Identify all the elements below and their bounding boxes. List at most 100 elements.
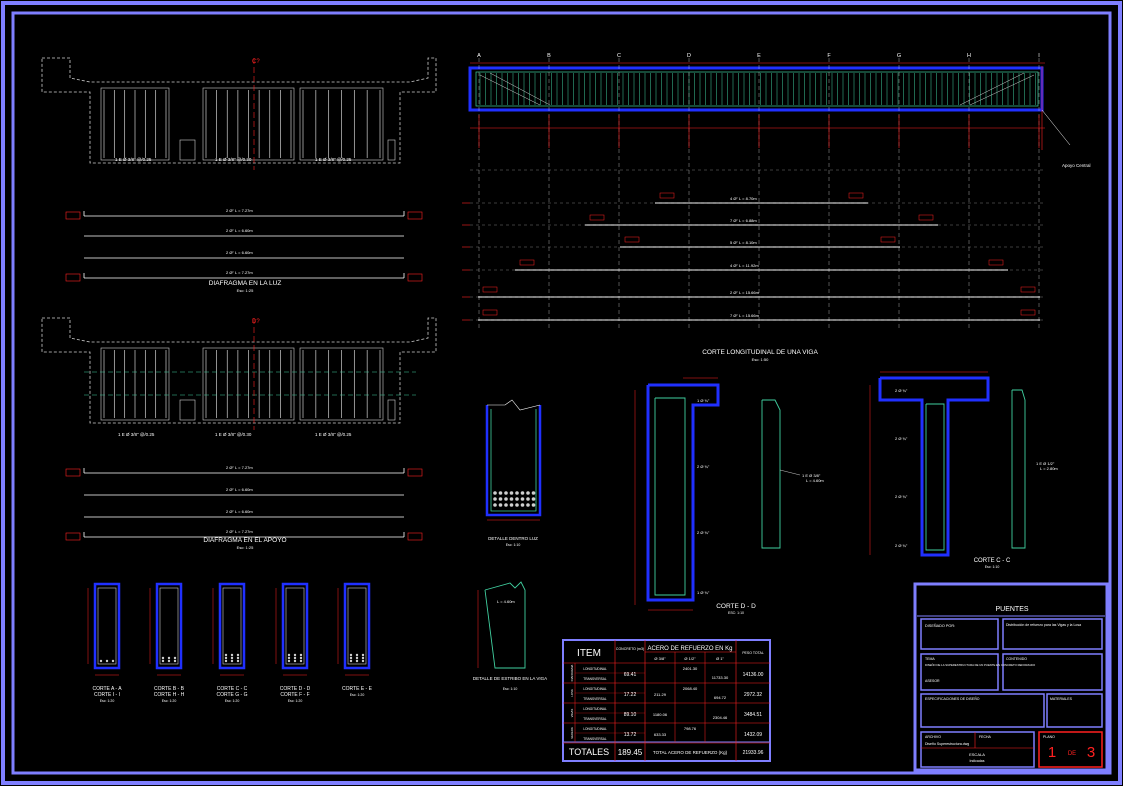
svg-text:2 Ø ¾": 2 Ø ¾" <box>895 388 908 393</box>
section-c-label: C? <box>252 59 260 65</box>
rebar-dot <box>509 497 514 501</box>
section-title: CORTE F - F <box>280 692 309 698</box>
viga-bar-label: 5 Ø" L = 8.10m <box>730 240 757 245</box>
axis-label: A <box>477 53 481 59</box>
cartouche-materiales: MATERIALES <box>1050 697 1073 701</box>
detalle-luz: DETALLE DENTRO LUZ Esc: 1:10 <box>485 399 542 547</box>
title-block: PUENTES DISEÑADO POR: Distribución de re… <box>913 582 1109 772</box>
section-title: CORTE H - H <box>154 692 185 698</box>
section-outline <box>343 582 371 670</box>
section-d-label: D? <box>252 319 260 325</box>
dim-box <box>65 468 81 477</box>
row-v1: 633.33 <box>654 732 667 737</box>
corte-c-title: CORTE C - C <box>974 558 1011 564</box>
cartouche-archivo: Diseño Superestructura.dwg <box>925 742 969 746</box>
bar-label: 2 Ø" L = 7.27m <box>226 270 253 275</box>
corte-d-scale: ESC: 1:10 <box>728 611 744 615</box>
axis-label: B <box>547 53 551 59</box>
row-concreto: 69.41 <box>624 672 637 678</box>
cartouche-tema-label: TEMA <box>925 657 935 661</box>
rebar-dot <box>224 653 228 657</box>
inner-frame <box>11 11 1112 775</box>
dim-box <box>65 211 81 220</box>
table-col-item: ITEM <box>577 648 601 659</box>
rebar-dot <box>504 503 508 507</box>
section-title: CORTE E - E <box>342 686 373 692</box>
cartouche-title: PUENTES <box>995 606 1028 613</box>
svg-text:1 Ø ¾": 1 Ø ¾" <box>697 398 710 403</box>
svg-text:2 Ø ¾": 2 Ø ¾" <box>895 543 908 548</box>
row-group: LOSA <box>570 689 574 697</box>
rebar-dot <box>287 653 291 657</box>
row-total: 1432.09 <box>744 732 762 738</box>
rebar-dot <box>509 491 514 495</box>
rebar-dot <box>349 659 353 663</box>
dim-box <box>407 273 423 282</box>
row-total: 14136.00 <box>743 672 764 678</box>
rebar-dot <box>99 659 103 663</box>
row-concreto: 13.72 <box>624 732 637 738</box>
dim-box <box>1020 309 1036 316</box>
rebar-dot <box>520 503 525 507</box>
dim-box <box>65 532 81 541</box>
svg-text:2 Ø ¾": 2 Ø ¾" <box>895 494 908 499</box>
totals-text: TOTAL ACERO DE REFUERZO (Kg) <box>653 750 728 755</box>
bar-label: 2 Ø" L = 6.60m <box>226 250 253 255</box>
dim-box <box>589 214 605 221</box>
row-sub: TRANSVERSAL <box>583 697 607 701</box>
detalle-luz-title: DETALLE DENTRO LUZ <box>488 536 538 541</box>
diafragma-luz-scale: Esc: 1:25 <box>237 288 254 293</box>
diafragma-luz: C? 1 E Ø 3/8" @/0.25 1 E Ø 3/8" @/0.30 1… <box>41 57 437 293</box>
dim-box <box>624 236 640 243</box>
corte-d-d: 1 Ø ¾" 2 Ø ¾" 2 Ø ¾" 1 Ø ¾" 1 E Ø 3/8"L … <box>634 377 824 615</box>
axis-label: F <box>827 53 831 59</box>
plano-number: 1 <box>1048 744 1056 761</box>
table-col-acero: ACERO DE REFUERZO EN Kg <box>647 646 732 652</box>
bent-bar <box>479 74 541 106</box>
cartouche-description: Distribución de refuerzo para las Vigas … <box>1006 623 1081 627</box>
plano-de: DE <box>1068 751 1076 757</box>
detalle-estribo: L = 4.60m DETALLE DE ESTRIBO EN LA VIGA … <box>473 581 547 691</box>
rebar-dot <box>493 491 497 495</box>
row-total: 3484.51 <box>744 712 762 718</box>
detalle-luz-scale: Esc: 1:10 <box>506 543 521 547</box>
row-group: VIGAS <box>570 709 574 718</box>
bent-bar <box>959 72 1025 106</box>
row-v1: 211.29 <box>654 692 667 697</box>
apoyo-stirrup-label-3: 1 E Ø 3/8" @/0.25 <box>315 432 352 437</box>
section-scale: Esc: 1:20 <box>350 693 365 697</box>
section-outline <box>93 582 121 670</box>
rebar-dot <box>167 659 171 663</box>
bar-label: 2 Ø" L = 6.60m <box>226 228 253 233</box>
rebar-dot <box>173 656 177 660</box>
dim-box <box>918 214 934 221</box>
section-title: CORTE D - D <box>280 686 311 692</box>
rebar-dot <box>515 491 519 495</box>
rebar-dot <box>105 659 109 663</box>
rebar-dot <box>293 656 297 660</box>
dim-box <box>407 211 423 220</box>
rebar-dot <box>355 653 359 657</box>
cartouche-disenado: DISEÑADO POR: <box>925 623 955 628</box>
axis-label: G <box>897 53 901 59</box>
section-stirrup <box>285 587 305 665</box>
cartouche-especificaciones: ESPECIFICACIONES DE DISEÑO <box>925 696 980 701</box>
rebar-dot <box>355 659 359 663</box>
viga-bar-label: 7 Ø" L = 15.66m <box>730 313 760 318</box>
table-size-2: Ø 1/2" <box>684 656 696 661</box>
rebar-dot <box>230 653 234 657</box>
apoyo-stirrup-label-1: 1 E Ø 3/8" @/0.25 <box>118 432 155 437</box>
section-outline <box>155 582 183 670</box>
rebar-dot <box>531 491 536 495</box>
bar-label: 2 Ø" L = 7.27m <box>226 465 253 470</box>
section-title: CORTE G - G <box>216 692 247 698</box>
rebar-dot <box>504 497 508 501</box>
rebar-dot <box>355 656 359 660</box>
bent-bar <box>489 72 551 106</box>
diafragma-apoyo: D? 1 E Ø 3/8" @/0.25 1 E Ø 3/8" @/0.30 1… <box>41 317 437 550</box>
rebar-dot <box>515 503 519 507</box>
rebar-dot <box>349 656 353 660</box>
rebar-dot <box>515 497 519 501</box>
section-stirrup <box>97 587 117 665</box>
